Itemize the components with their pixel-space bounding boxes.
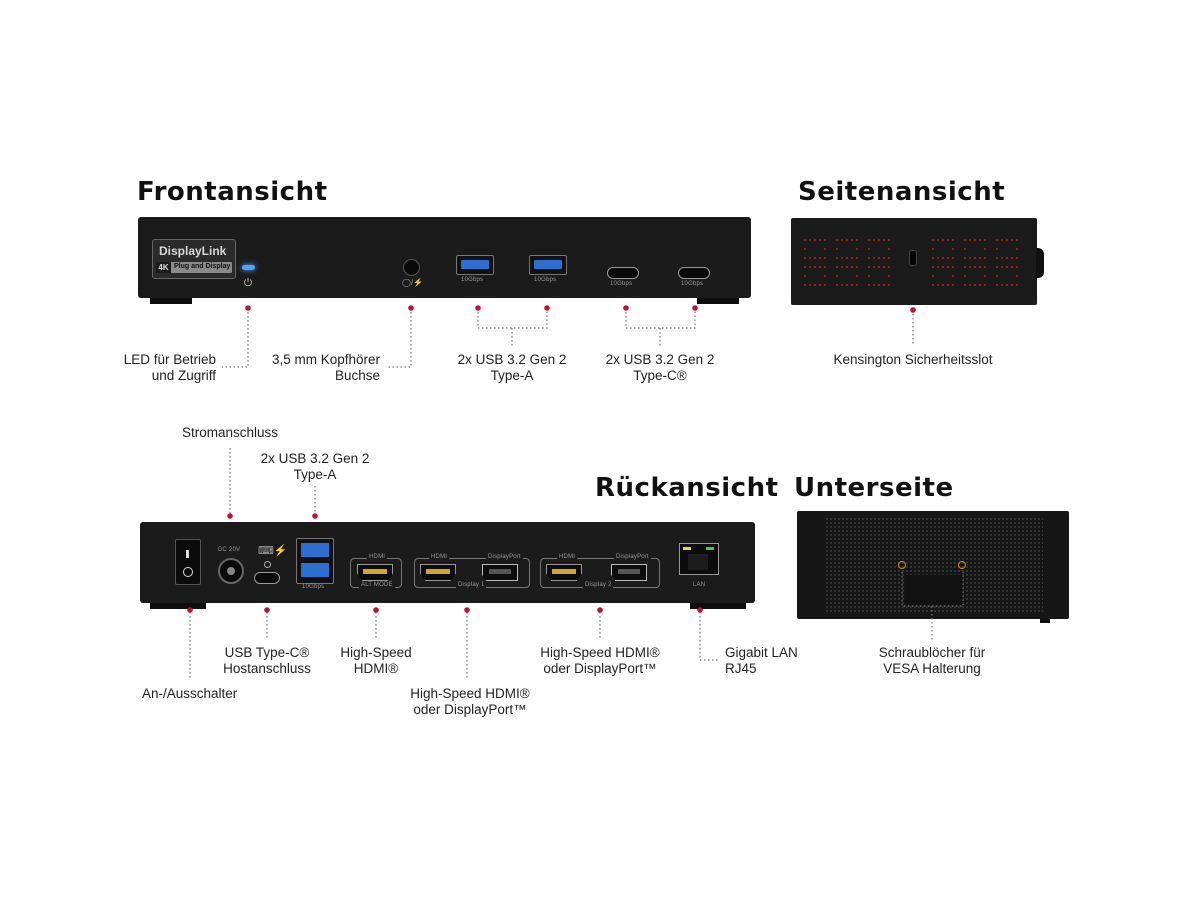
display1-callout-line2: oder DisplayPort™: [413, 702, 527, 717]
lan-callout-line2: RJ45: [725, 661, 757, 676]
display1-dp-port: [482, 564, 518, 581]
front-usb-c-port-1: [607, 267, 639, 279]
display2-label: Display 2: [583, 582, 614, 588]
front-usb-a-port-1: [456, 255, 494, 275]
front-foot-right: [697, 298, 739, 304]
power-connector-label: Stromanschluss: [181, 425, 279, 440]
kensington-label: Kensington Sicherheitsslot: [833, 352, 993, 367]
switch-off-mark: [183, 567, 193, 577]
front-usbc-label-line2: Type-C®: [633, 368, 687, 383]
dc-label: DC 20V: [218, 547, 241, 553]
front-view-title: Frontansicht: [137, 177, 328, 207]
front-usb-c-speed-1: 10Gbps: [610, 281, 633, 287]
audio-jack-label: 3,5 mm Kopfhörer Buchse: [262, 352, 380, 384]
front-device: DisplayLink 4K Plug and Display ◯/⚡ 10Gb…: [138, 217, 751, 298]
host-port-label: USB Type-C® Hostanschluss: [212, 645, 322, 677]
back-usb-a-speed: 10Gbps: [302, 584, 325, 590]
logo-badge: 4K: [156, 262, 171, 273]
display2-callout-line2: oder DisplayPort™: [543, 661, 657, 676]
vesa-label-line1: Schraublöcher für: [878, 645, 986, 660]
side-cable-stub: [1036, 248, 1044, 278]
bottom-view-title: Unterseite: [794, 473, 954, 503]
back-foot-left: [150, 603, 206, 609]
front-usba-label-line2: Type-A: [490, 368, 534, 383]
vesa-label-line2: VESA Halterung: [883, 661, 981, 676]
headset-mic-icon: ◯/⚡: [402, 278, 424, 287]
host-label-line2: Hostanschluss: [223, 661, 311, 676]
led-label: LED für Betrieb und Zugriff: [110, 352, 216, 384]
display2-callout-line1: High-Speed HDMI®: [540, 645, 660, 660]
status-led: [242, 265, 255, 270]
front-usbc-label-line1: 2x USB 3.2 Gen 2: [605, 352, 715, 367]
logo-sub: Plug and Display: [174, 263, 231, 270]
logo-bar: 4K Plug and Display: [156, 262, 232, 273]
kensington-slot: [909, 250, 917, 266]
back-usba-label-line2: Type-A: [293, 467, 337, 482]
bottom-device: [797, 511, 1069, 619]
audio-label-line1: 3,5 mm Kopfhörer: [271, 352, 380, 367]
display1-label: Display 1: [456, 582, 487, 588]
led-label-line1: LED für Betrieb: [123, 352, 216, 367]
front-usb-a-port-2: [529, 255, 567, 275]
power-icon: [243, 274, 253, 287]
lan-callout-line1: Gigabit LAN: [725, 645, 798, 660]
lan-port: [679, 543, 719, 575]
display2-dp-label: DisplayPort: [614, 554, 651, 560]
display1-callout-line1: High-Speed HDMI®: [410, 686, 530, 701]
hdmi-alt-label: High-Speed HDMI®: [326, 645, 426, 677]
display1-callout-label: High-Speed HDMI® oder DisplayPort™: [400, 686, 540, 718]
back-usb-a-label: 2x USB 3.2 Gen 2 Type-A: [245, 451, 385, 483]
side-vent-pattern: [803, 238, 1019, 287]
hdmi-alt-label-line1: High-Speed: [340, 645, 412, 660]
side-view-title: Seitenansicht: [798, 177, 1006, 207]
switch-on-mark: [186, 550, 189, 558]
power-switch: [175, 539, 201, 585]
display1-dp-label: DisplayPort: [486, 554, 523, 560]
front-usb-a-label: 2x USB 3.2 Gen 2 Type-A: [442, 352, 582, 384]
front-usb-c-port-2: [678, 267, 710, 279]
front-usb-a-speed-2: 10Gbps: [534, 277, 557, 283]
thunderbolt-laptop-icon: ⌨⚡: [258, 545, 288, 557]
front-foot-left: [150, 298, 192, 304]
alt-mode-hdmi-label: HDMI: [367, 554, 388, 560]
alt-mode-hdmi-port: [357, 564, 393, 581]
front-usb-a-speed-1: 10Gbps: [461, 277, 484, 283]
side-device: [791, 218, 1037, 305]
host-label-line1: USB Type-C®: [224, 645, 310, 660]
back-device: DC 20V ⌨⚡ 10Gbps HDMI ALT MODE HDMI Disp…: [140, 522, 755, 603]
front-usb-c-speed-2: 10Gbps: [681, 281, 704, 287]
audio-label-line2: Buchse: [334, 368, 380, 383]
vesa-hole-left: [898, 561, 906, 569]
displaylink-logo-text: DisplayLink: [159, 244, 227, 258]
alt-mode-label: ALT MODE: [359, 582, 395, 588]
display2-dp-port: [611, 564, 647, 581]
back-usba-label-line1: 2x USB 3.2 Gen 2: [260, 451, 370, 466]
back-usb-a-stack: [296, 538, 334, 584]
bottom-stub: [1040, 619, 1050, 623]
lan-callout-label: Gigabit LAN RJ45: [725, 645, 798, 677]
vesa-hole-right: [958, 561, 966, 569]
led-label-line2: und Zugriff: [151, 368, 216, 383]
display2-hdmi-label: HDMI: [557, 554, 578, 560]
display1-hdmi-port: [420, 564, 456, 581]
display1-hdmi-label: HDMI: [429, 554, 450, 560]
back-view-title: Rückansicht: [595, 473, 779, 503]
switch-label: An-/Ausschalter: [142, 686, 238, 701]
front-usba-label-line1: 2x USB 3.2 Gen 2: [457, 352, 567, 367]
host-indicator: [264, 561, 271, 568]
lan-label: LAN: [693, 582, 706, 588]
display2-hdmi-port: [546, 564, 582, 581]
hdmi-alt-label-line2: HDMI®: [353, 661, 399, 676]
headphone-jack: [403, 259, 420, 276]
displaylink-logo: DisplayLink 4K Plug and Display: [152, 239, 236, 279]
front-usb-c-label: 2x USB 3.2 Gen 2 Type-C®: [590, 352, 730, 384]
back-usb-c-host-port: [254, 572, 280, 584]
vesa-label: Schraublöcher für VESA Halterung: [862, 645, 1002, 677]
dc-jack: [218, 558, 244, 584]
display2-callout-label: High-Speed HDMI® oder DisplayPort™: [530, 645, 670, 677]
bottom-label-plate: [905, 575, 963, 605]
back-foot-right: [690, 603, 746, 609]
